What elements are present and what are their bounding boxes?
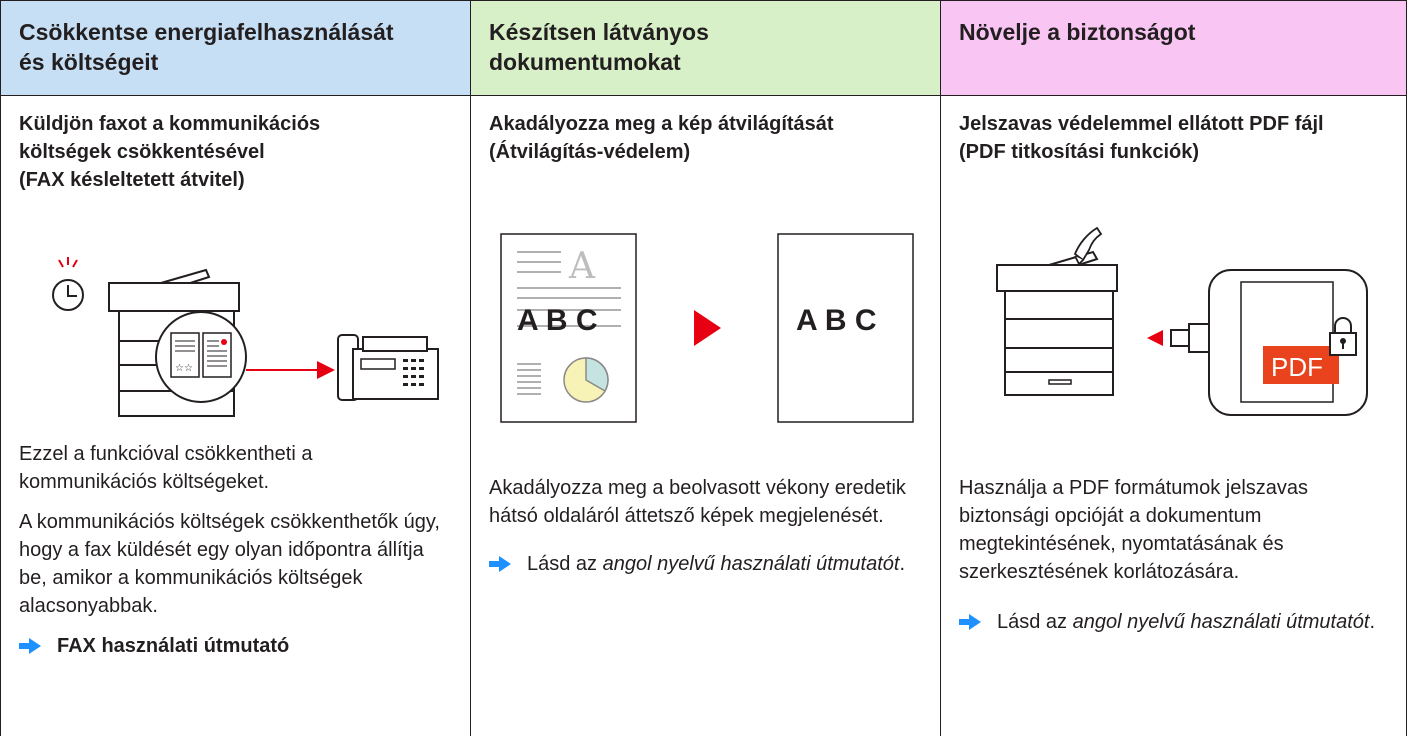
reference-suffix: . <box>899 553 906 575</box>
reference-link[interactable]: Lásd az angol nyelvű használati útmutató… <box>489 550 922 578</box>
subtitle-line: (FAX késleltetett átvitel) <box>19 169 245 191</box>
bleed-through-illustration: A A B C A B C <box>500 233 914 423</box>
reference-suffix: . <box>1369 611 1376 633</box>
subtitle-line: Küldjön faxot a kommunikációs <box>19 113 321 135</box>
feature-description: Ezzel a funkcióval csökkentheti a kommun… <box>19 440 452 660</box>
column-security: Növelje a biztonságot Jelszavas védelemm… <box>940 0 1407 736</box>
reference-prefix: Lásd az <box>997 611 1073 633</box>
column-header: Készítsen látványos dokumentumokat <box>471 0 940 96</box>
column-header: Növelje a biztonságot <box>941 0 1406 96</box>
paragraph: Ezzel a funkcióval csökkentheti a kommun… <box>19 443 313 493</box>
feature-description: Használja a PDF formátumok jelszavas biz… <box>959 474 1388 636</box>
column-documents: Készítsen látványos dokumentumokat Akadá… <box>470 0 940 736</box>
transmit-arrow <box>246 361 335 379</box>
arrow-right-icon <box>959 614 981 630</box>
reference-prefix: Lásd az <box>527 553 603 575</box>
paragraph: A kommunikációs költségek csökkenthetők … <box>19 511 440 617</box>
arrow-right-icon <box>489 556 511 572</box>
abc-text: A B C <box>517 304 598 337</box>
reference-text: FAX használati útmutató <box>57 635 290 657</box>
lock-icon <box>1329 317 1357 356</box>
feature-subtitle: Akadályozza meg a kép átvilágítását (Átv… <box>471 96 940 166</box>
arrow-right-icon <box>694 310 721 346</box>
header-line: Növelje a biztonságot <box>959 19 1196 45</box>
feature-description: Akadályozza meg a beolvasott vékony ered… <box>489 474 922 578</box>
reference-link[interactable]: FAX használati útmutató <box>19 632 452 660</box>
feature-subtitle: Jelszavas védelemmel ellátott PDF fájl (… <box>941 96 1406 166</box>
subtitle-line: (Átvilágítás-védelem) <box>489 141 691 163</box>
header-line: dokumentumokat <box>489 49 681 75</box>
subtitle-line: (PDF titkosítási funkciók) <box>959 141 1200 163</box>
arrow-right-icon <box>19 638 41 654</box>
fax-icon <box>337 334 439 401</box>
page-clean: A B C <box>777 233 914 423</box>
printer-icon <box>996 250 1118 396</box>
pdf-document: PDF <box>1240 281 1339 403</box>
feature-subtitle: Küldjön faxot a kommunikációs költségek … <box>1 96 470 194</box>
reference-text: angol nyelvű használati útmutatót <box>602 553 900 575</box>
svg-text:☆☆: ☆☆ <box>175 363 193 374</box>
column-energy: Csökkentse energiafelhasználását és költ… <box>0 0 470 736</box>
arrow-left-icon <box>1147 330 1163 346</box>
fax-delayed-illustration: ☆☆ <box>52 257 439 417</box>
subtitle-line: Akadályozza meg a kép átvilágítását <box>489 113 834 135</box>
header-line: Csökkentse energiafelhasználását <box>19 19 394 45</box>
paragraph: Használja a PDF formátumok jelszavas biz… <box>959 477 1309 583</box>
subtitle-line: költségek csökkentésével <box>19 141 265 163</box>
header-line: és költségeit <box>19 49 159 75</box>
abc-text: A B C <box>796 304 877 337</box>
pdf-encryption-illustration: PDF <box>996 226 1368 416</box>
page-with-bleed: A A B C <box>500 233 637 423</box>
clock-icon <box>52 257 84 311</box>
bleed-letter: A <box>568 246 596 287</box>
header-line: Készítsen látványos <box>489 19 709 45</box>
pdf-label: PDF <box>1271 352 1323 382</box>
reference-link[interactable]: Lásd az angol nyelvű használati útmutató… <box>959 608 1388 636</box>
subtitle-line: Jelszavas védelemmel ellátott PDF fájl <box>959 113 1324 135</box>
column-header: Csökkentse energiafelhasználását és költ… <box>1 0 470 96</box>
reference-text: angol nyelvű használati útmutatót <box>1072 611 1370 633</box>
paragraph: Akadályozza meg a beolvasott vékony ered… <box>489 477 906 527</box>
hand-icon <box>1073 226 1103 266</box>
document-magnifier: ☆☆ <box>155 311 247 403</box>
